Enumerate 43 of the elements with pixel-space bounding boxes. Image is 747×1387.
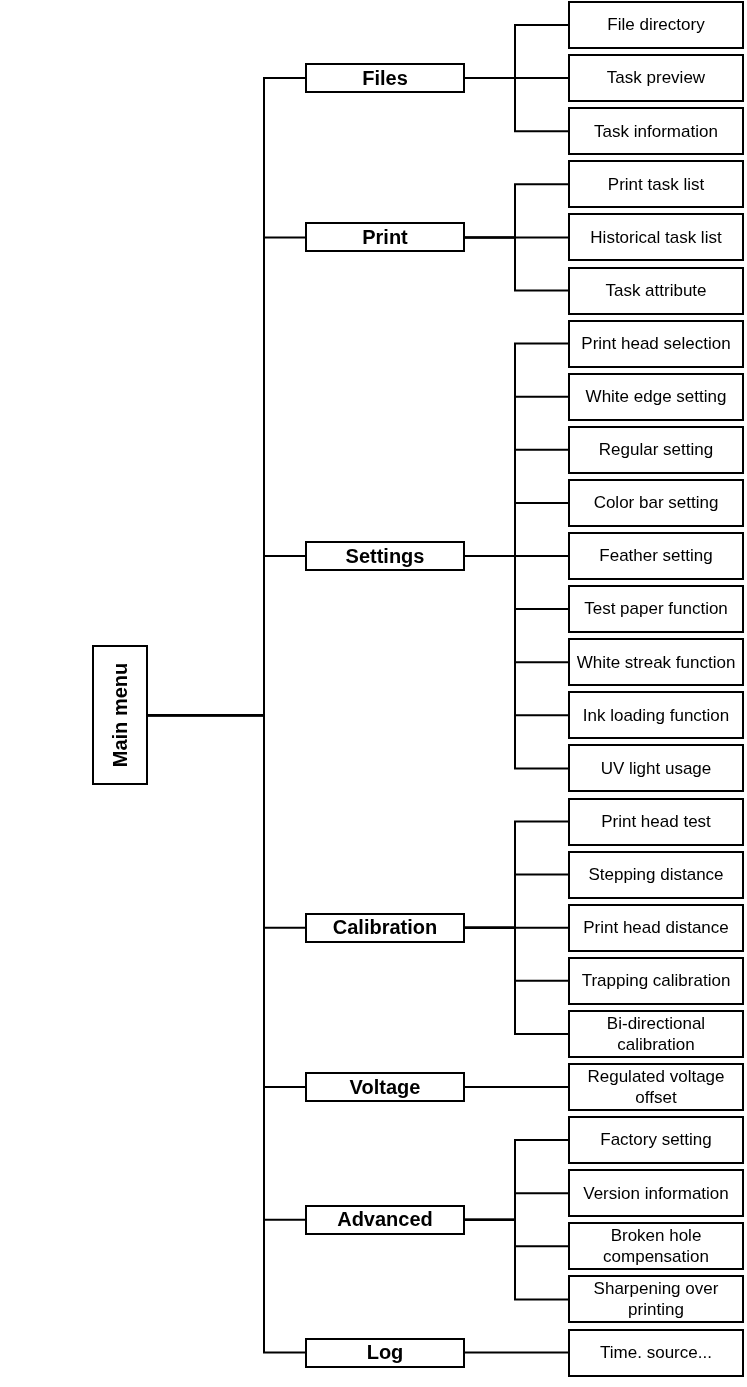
item-box: Test paper function bbox=[568, 585, 744, 634]
item-box: Trapping calibration bbox=[568, 956, 744, 1005]
connector-line bbox=[464, 926, 569, 1035]
item-box: Print head selection bbox=[568, 319, 744, 368]
item-box: Factory setting bbox=[568, 1116, 744, 1165]
item-box: Stepping distance bbox=[568, 850, 744, 899]
item-box: Broken hole compensation bbox=[568, 1222, 744, 1271]
connector-line bbox=[464, 236, 569, 292]
item-box: UV light usage bbox=[568, 744, 744, 793]
category-box: Print bbox=[305, 222, 465, 253]
connector-line bbox=[464, 1351, 569, 1354]
connector-line bbox=[464, 555, 569, 770]
connector-line bbox=[147, 714, 306, 1354]
item-box: Feather setting bbox=[568, 532, 744, 580]
item-box: Version information bbox=[568, 1169, 744, 1218]
category-box: Advanced bbox=[305, 1204, 465, 1235]
item-box: Print head distance bbox=[568, 903, 744, 952]
item-box: Bi-directional calibration bbox=[568, 1009, 744, 1058]
root-label: Main menu bbox=[108, 663, 132, 768]
item-box: Color bar setting bbox=[568, 478, 744, 527]
category-box: Files bbox=[305, 63, 465, 94]
root-box bbox=[92, 645, 148, 786]
item-box: Print task list bbox=[568, 160, 744, 209]
item-box: Regular setting bbox=[568, 425, 744, 474]
category-box: Log bbox=[305, 1337, 465, 1368]
category-box: Settings bbox=[305, 541, 465, 571]
item-box: Print head test bbox=[568, 797, 744, 846]
item-box: Regulated voltage offset bbox=[568, 1063, 744, 1111]
category-box: Voltage bbox=[305, 1072, 465, 1102]
item-box: Historical task list bbox=[568, 213, 744, 262]
connector-line bbox=[464, 1086, 569, 1088]
item-box: Time. source... bbox=[568, 1328, 744, 1377]
connector-line bbox=[464, 77, 569, 133]
connector-line bbox=[464, 1218, 569, 1301]
item-box: Task attribute bbox=[568, 266, 744, 315]
item-box: White edge setting bbox=[568, 372, 744, 421]
item-box: White streak function bbox=[568, 638, 744, 687]
category-box: Calibration bbox=[305, 912, 465, 943]
item-box: Task information bbox=[568, 107, 744, 156]
item-box: Sharpening over printing bbox=[568, 1275, 744, 1324]
item-box: File directory bbox=[568, 1, 744, 49]
item-box: Ink loading function bbox=[568, 691, 744, 740]
item-box: Task preview bbox=[568, 54, 744, 103]
